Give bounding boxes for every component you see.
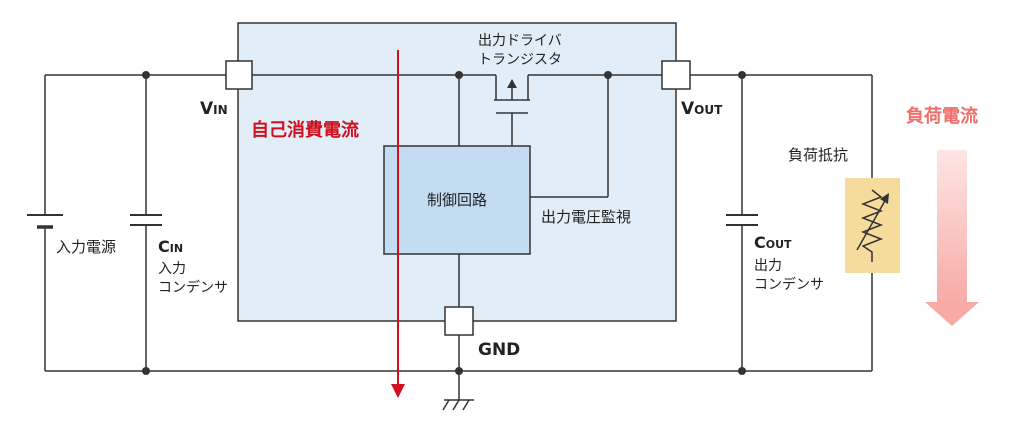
battery-symbol <box>27 214 63 229</box>
load-current-label: 負荷電流 <box>906 105 978 127</box>
cin-label: CIN <box>158 237 183 256</box>
cin-desc-1: 入力 <box>158 261 186 277</box>
cout-desc-2: コンデンサ <box>754 276 824 293</box>
cout-capacitor-symbol <box>726 214 758 226</box>
pin-vout <box>661 60 691 90</box>
driver-transistor-label-2: トランジスタ <box>478 52 562 68</box>
input-source-label: 入力電源 <box>56 238 116 256</box>
wires <box>44 74 873 400</box>
variable-resistor-arrow-line <box>856 198 887 251</box>
resistor-zigzag <box>860 189 884 262</box>
control-circuit-label: 制御回路 <box>427 191 487 209</box>
driver-transistor-label-1: 出力ドライバ <box>478 33 562 49</box>
load-resistor-label: 負荷抵抗 <box>788 146 848 164</box>
cout-desc-1: 出力 <box>754 258 782 274</box>
self-current-label: 自己消費電流 <box>251 119 359 141</box>
gnd-label: GND <box>478 340 520 360</box>
load-current-arrow <box>925 150 979 326</box>
cin-desc-2: コンデンサ <box>158 279 228 296</box>
variable-resistor-arrow-head <box>880 193 889 204</box>
vin-label: VIN <box>200 99 228 119</box>
vout-label: VOUT <box>681 99 723 119</box>
pin-vin <box>225 60 253 90</box>
pin-gnd <box>444 306 474 336</box>
self-current-arrow-head <box>391 384 405 398</box>
ground-symbol <box>442 399 474 411</box>
junction-dots <box>142 71 746 375</box>
control-circuit-block <box>383 145 531 255</box>
cin-capacitor-symbol <box>130 214 162 226</box>
cout-label: COUT <box>754 233 792 252</box>
transistor-arrow <box>507 79 517 88</box>
voltage-monitor-label: 出力電圧監視 <box>541 208 631 226</box>
